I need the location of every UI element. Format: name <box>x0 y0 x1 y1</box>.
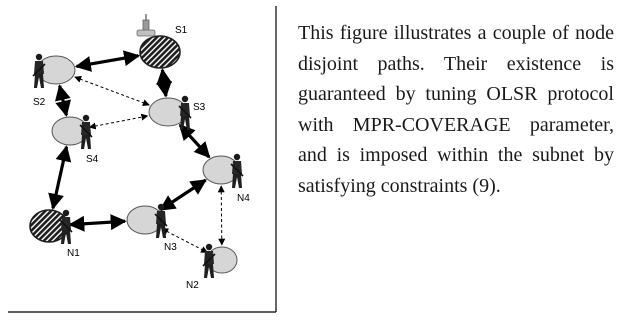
path-link-s1-s3 <box>156 68 173 98</box>
soldier-icon <box>59 209 73 244</box>
path-link-s2-s4 <box>55 84 71 117</box>
node-label-n4: N4 <box>237 193 250 204</box>
node-label-n3: N3 <box>164 242 177 253</box>
path-link-s4-n1 <box>48 145 72 210</box>
node-s1 <box>139 35 181 69</box>
soldier-icon <box>32 53 46 88</box>
path-link-n4-n3 <box>159 178 207 212</box>
node-label-n1: N1 <box>67 248 80 259</box>
soldier-icon <box>202 243 216 278</box>
node-label-s2: S2 <box>33 97 46 108</box>
dashed-link-s4-s3 <box>88 113 149 130</box>
node-label-s3: S3 <box>193 102 206 113</box>
dashed-link-n4-n2 <box>217 185 226 246</box>
path-link-s3-n4 <box>178 123 211 159</box>
figure-caption: This figure illustrates a couple of node… <box>298 22 614 197</box>
soldier-icon <box>230 153 244 188</box>
antenna-icon <box>136 14 156 37</box>
soldier-icon <box>154 203 168 238</box>
node-label-n2: N2 <box>186 280 199 291</box>
dashed-link-s2-s3 <box>74 75 150 107</box>
soldier-icon <box>178 95 192 130</box>
node-label-s4: S4 <box>86 154 99 165</box>
node-label-s1: S1 <box>175 25 188 36</box>
soldier-icon <box>79 114 93 149</box>
path-link-s2-s1 <box>74 50 141 72</box>
path-link-n1-n3 <box>68 214 127 232</box>
